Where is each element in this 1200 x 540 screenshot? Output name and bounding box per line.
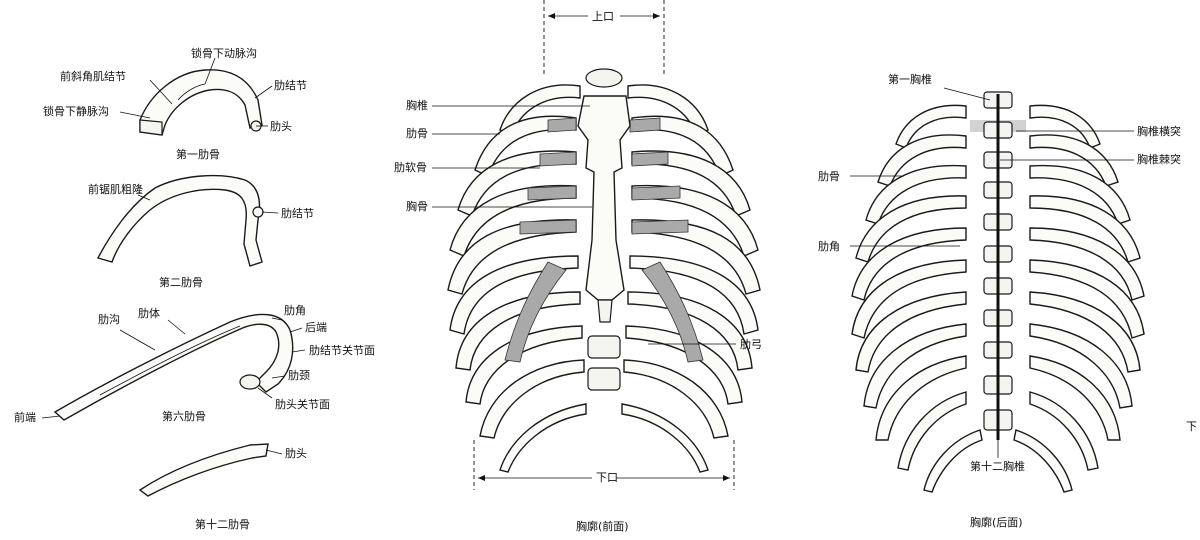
twelfth-rib-illustration bbox=[138, 443, 269, 497]
label-costal-cartilage: 肋软骨 bbox=[394, 161, 427, 174]
sixth-rib-illustration bbox=[53, 313, 294, 421]
caption-sixth-rib: 第六肋骨 bbox=[162, 410, 206, 423]
label-head-facet: 肋头关节面 bbox=[275, 398, 330, 411]
posterior-leader-lines bbox=[850, 87, 1134, 458]
label-rib12-head: 肋头 bbox=[285, 447, 307, 460]
label-ant-thoracic-vertebra: 胸椎 bbox=[406, 99, 428, 112]
label-serratus-tuberosity: 前锯肌粗隆 bbox=[88, 183, 143, 196]
label-posterior-end: 后端 bbox=[305, 321, 327, 334]
label-rib2-tubercle: 肋结节 bbox=[281, 207, 314, 220]
caption-first-rib: 第一肋骨 bbox=[176, 148, 220, 161]
label-costal-arch: 肋弓 bbox=[740, 338, 762, 351]
label-spinous-process: 胸椎棘突 bbox=[1137, 153, 1181, 166]
caption-anterior-view: 胸廓(前面) bbox=[576, 520, 629, 533]
posterior-ribcage-illustration bbox=[851, 91, 1145, 493]
caption-posterior-view: 胸廓(后面) bbox=[970, 516, 1023, 529]
first-rib-illustration bbox=[139, 69, 263, 136]
label-post-rib-angle: 肋角 bbox=[818, 240, 840, 253]
anterior-leader-lines bbox=[432, 105, 736, 345]
caption-twelfth-rib: 第十二肋骨 bbox=[195, 518, 250, 531]
label-anterior-end: 前端 bbox=[14, 411, 36, 424]
label-costal-groove: 肋沟 bbox=[98, 313, 120, 326]
label-rib1-head: 肋头 bbox=[270, 120, 292, 133]
caption-second-rib: 第二肋骨 bbox=[159, 276, 203, 289]
label-scalene-tubercle: 前斜角肌结节 bbox=[60, 70, 126, 83]
label-subclavian-vein-groove: 锁骨下静脉沟 bbox=[43, 105, 109, 118]
anterior-aperture-markers bbox=[473, 0, 735, 490]
label-superior-aperture: 上口 bbox=[592, 10, 614, 23]
label-transverse-process: 胸椎横突 bbox=[1137, 125, 1181, 138]
label-inferior-aperture: 下口 bbox=[596, 471, 618, 484]
label-tubercle-facet: 肋结节关节面 bbox=[309, 344, 375, 357]
label-rib1-tubercle: 肋结节 bbox=[274, 79, 307, 92]
label-first-thoracic-vertebra: 第一胸椎 bbox=[888, 73, 932, 86]
label-subclavian-artery-groove: 锁骨下动脉沟 bbox=[191, 47, 257, 60]
second-rib-illustration bbox=[96, 174, 264, 267]
label-rib-neck: 肋颈 bbox=[288, 369, 310, 382]
label-rib-angle: 肋角 bbox=[284, 304, 306, 317]
left-leader-lines bbox=[41, 57, 306, 455]
label-ant-rib: 肋骨 bbox=[406, 127, 428, 140]
label-sternum: 胸骨 bbox=[406, 200, 428, 213]
label-post-rib: 肋骨 bbox=[818, 170, 840, 183]
anterior-ribcage-illustration bbox=[447, 68, 761, 473]
label-rib-body: 肋体 bbox=[138, 307, 160, 320]
label-twelfth-thoracic-vertebra: 第十二胸椎 bbox=[970, 460, 1025, 473]
edge-text: 下 bbox=[1186, 420, 1197, 433]
